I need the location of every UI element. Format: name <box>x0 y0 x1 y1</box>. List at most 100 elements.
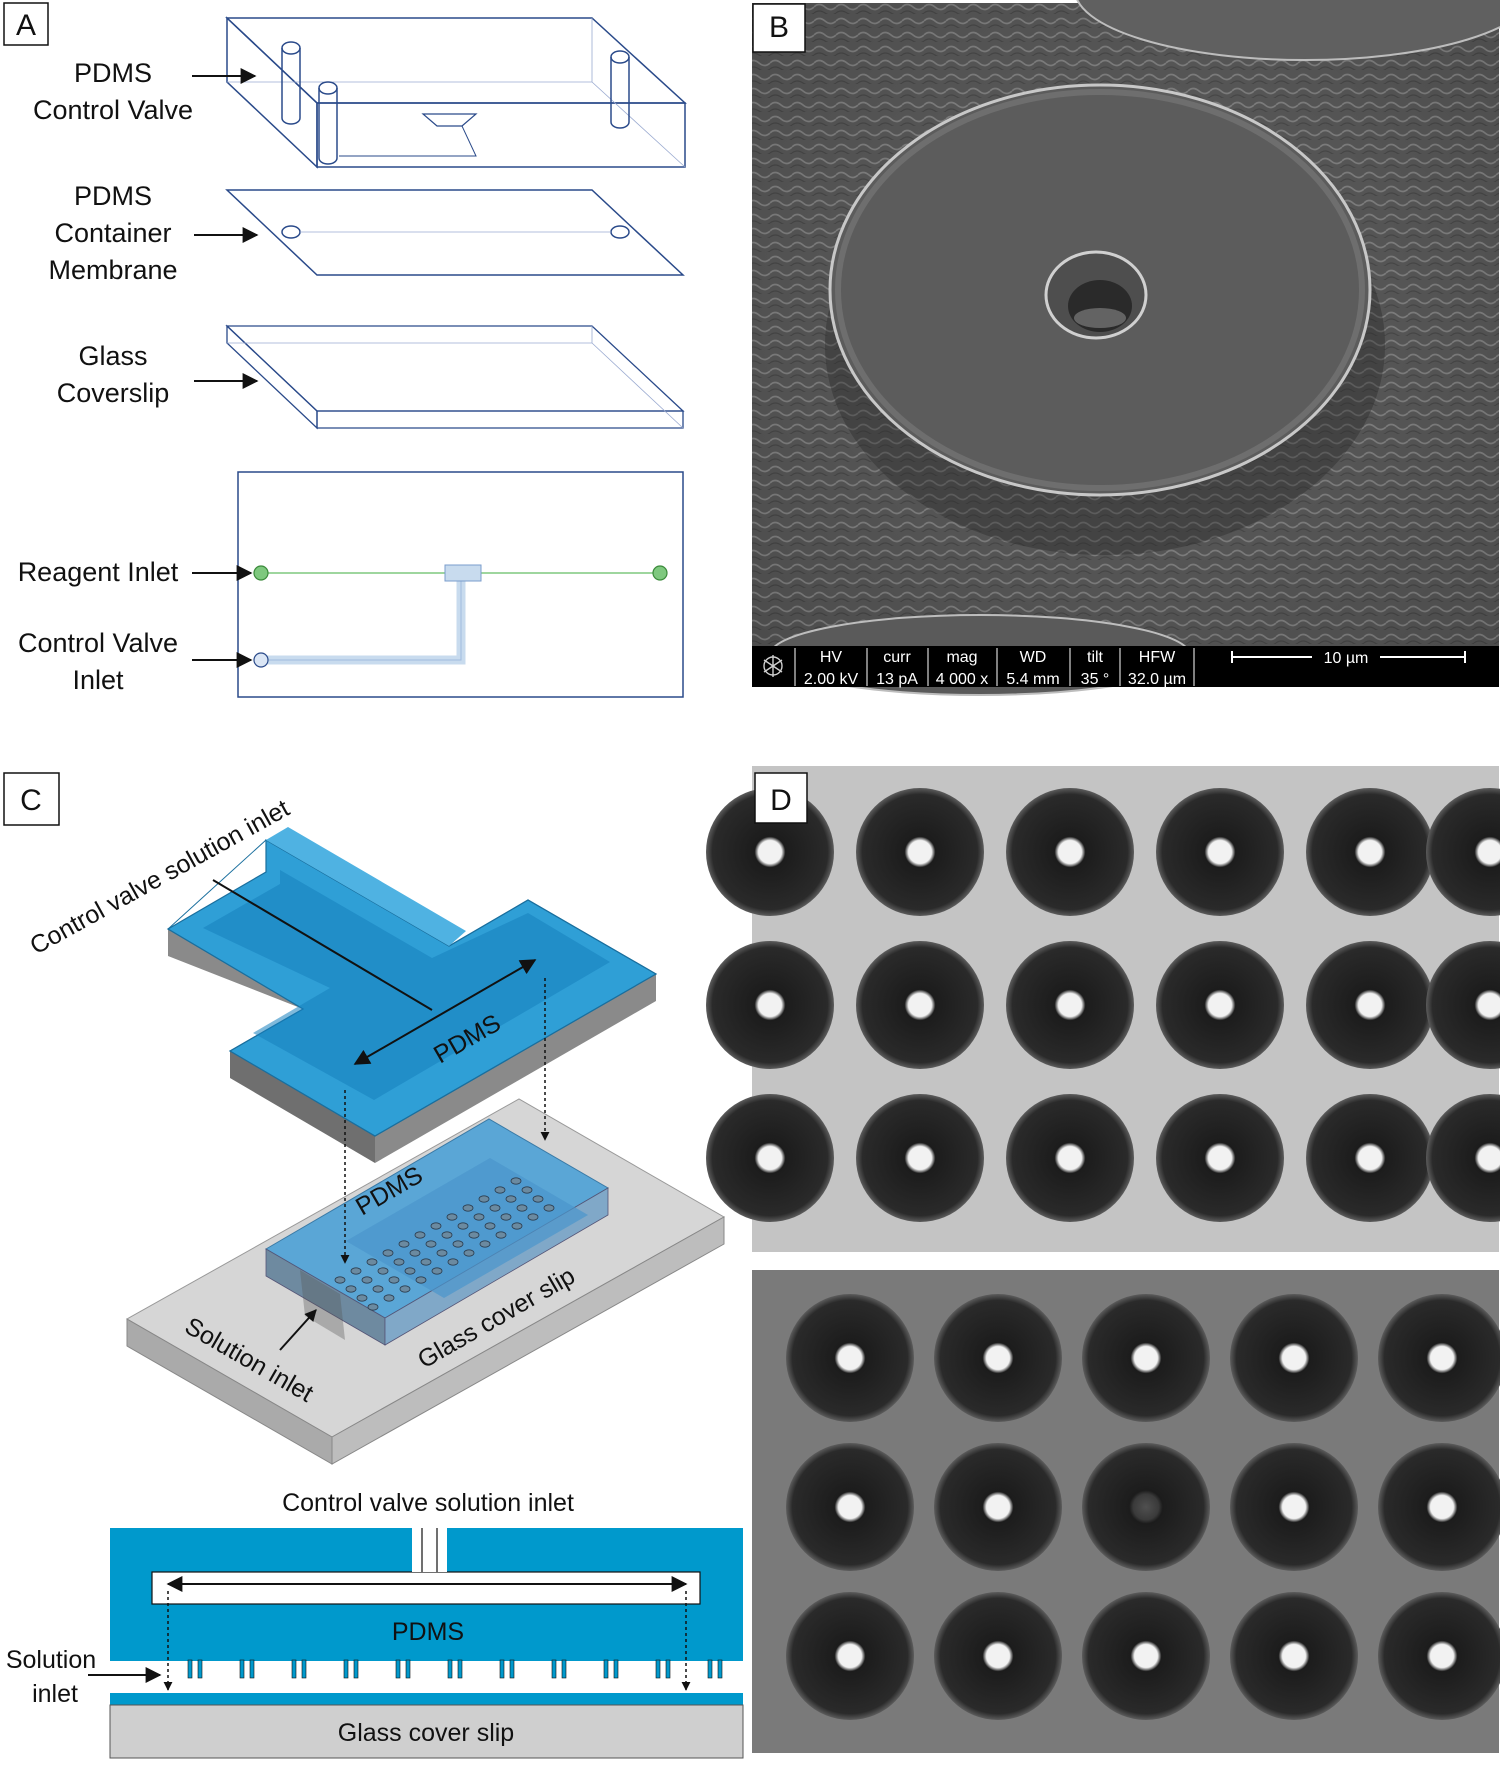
label-cs-top-inlet: Control valve solution inlet <box>282 1489 574 1517</box>
cs-well-wall <box>353 1659 359 1679</box>
cs-well-wall <box>509 1659 515 1679</box>
label-pdms-control-valve-line1: PDMS <box>74 58 152 88</box>
micro-well <box>1156 941 1284 1069</box>
panel-c-letter: C <box>20 784 42 817</box>
micro-well-3d <box>414 1231 426 1239</box>
label-cs-solution-line1: Solution <box>6 1646 96 1674</box>
micro-well-edge <box>1426 941 1500 1069</box>
cs-micro-wells <box>187 1659 723 1679</box>
micro-well <box>934 1294 1062 1422</box>
cs-well-wall <box>239 1659 245 1679</box>
cross-section <box>109 1528 744 1759</box>
cs-well-wall <box>447 1659 453 1679</box>
micro-well-3d <box>382 1249 394 1257</box>
cs-well-wall <box>457 1659 463 1679</box>
micro-well-3d <box>415 1276 427 1284</box>
label-cv-inlet-line2: Inlet <box>72 665 124 695</box>
micro-well-3d <box>436 1249 448 1257</box>
sem-value-wd: 5.4 mm <box>1006 671 1059 688</box>
micro-well <box>1230 1294 1358 1422</box>
micro-well <box>1006 788 1134 916</box>
micro-well-3d <box>420 1258 432 1266</box>
micro-well <box>1156 788 1284 916</box>
label-cs-glass: Glass cover slip <box>338 1719 514 1747</box>
micro-well <box>786 1592 914 1720</box>
micro-well-3d <box>500 1213 512 1221</box>
reagent-outlet-port <box>652 565 668 581</box>
sem-header-tilt: tilt <box>1087 649 1104 666</box>
cs-glass <box>109 1704 744 1759</box>
label-pdms-container-line1: PDMS <box>74 181 152 211</box>
sem-header-curr: curr <box>883 649 911 666</box>
micro-well-3d <box>495 1231 507 1239</box>
micro-well-3d <box>462 1204 474 1212</box>
micro-well-3d <box>334 1276 346 1284</box>
micro-well <box>1082 1592 1210 1720</box>
panel-a-letter: A <box>16 9 36 42</box>
micro-well-3d <box>494 1186 506 1194</box>
micro-well <box>1006 941 1134 1069</box>
panel-b: HV 2.00 kV curr 13 pA mag 4 000 x WD 5.4… <box>752 0 1500 696</box>
cs-well-wall <box>613 1659 619 1679</box>
sem-scale-bar: 10 µm <box>1231 650 1466 667</box>
pdms-control-valve-t-block <box>166 827 658 1163</box>
micro-well <box>934 1443 1062 1571</box>
panel-b-letter: B <box>769 11 789 44</box>
sem-value-hv: 2.00 kV <box>804 671 859 688</box>
micro-well-3d <box>532 1195 544 1203</box>
top-view-layout <box>237 471 684 698</box>
micro-well-3d <box>446 1213 458 1221</box>
micro-well <box>1306 788 1434 916</box>
sem-header-hv: HV <box>820 649 843 666</box>
micro-well-3d <box>447 1258 459 1266</box>
micro-well <box>1230 1443 1358 1571</box>
panel-d-top-image <box>706 766 1500 1252</box>
cs-well-wall <box>187 1659 193 1679</box>
panel-c: C <box>3 772 744 1759</box>
cs-well-wall <box>343 1659 349 1679</box>
panel-b-letter-box <box>752 3 806 53</box>
sem-databar-dividers <box>794 648 1195 686</box>
cs-well-wall <box>197 1659 203 1679</box>
micro-well-3d <box>366 1258 378 1266</box>
sem-header-wd: WD <box>1020 649 1047 666</box>
micro-well-3d <box>430 1222 442 1230</box>
label-pdms-control-valve-line2: Control Valve <box>33 95 193 125</box>
micro-well-3d <box>516 1204 528 1212</box>
cs-well-wall <box>603 1659 609 1679</box>
micro-well-3d <box>457 1222 469 1230</box>
micro-well-3d <box>543 1204 555 1212</box>
micro-well-3d <box>510 1177 522 1185</box>
cs-well-wall <box>655 1659 661 1679</box>
label-cv-inlet-line1: Control Valve <box>18 628 178 658</box>
pdms-control-valve-block <box>225 16 687 169</box>
cs-well-wall <box>551 1659 557 1679</box>
c-flow-arrow <box>353 959 537 1065</box>
micro-well-array <box>334 1177 555 1311</box>
micro-well <box>1156 1094 1284 1222</box>
sem-header-mag: mag <box>946 649 977 666</box>
cs-well-wall <box>405 1659 411 1679</box>
panel-d-bottom-image <box>752 1270 1500 1753</box>
micro-well-3d <box>527 1213 539 1221</box>
micro-well <box>856 1094 984 1222</box>
micro-well <box>786 1443 914 1571</box>
micro-well-3d <box>484 1222 496 1230</box>
sem-value-mag: 4 000 x <box>936 671 988 688</box>
cs-well-wall <box>665 1659 671 1679</box>
micro-well <box>1082 1294 1210 1422</box>
glass-coverslip <box>225 324 685 430</box>
cs-well-wall <box>707 1659 713 1679</box>
micro-well-3d <box>489 1204 501 1212</box>
micro-well-3d <box>393 1258 405 1266</box>
panel-a: A <box>3 2 687 698</box>
sem-value-tilt: 35 ° <box>1081 671 1110 688</box>
micro-well <box>1230 1592 1358 1720</box>
cs-channel <box>151 1571 701 1605</box>
micro-well-3d <box>388 1276 400 1284</box>
label-pdms-container-line3: Membrane <box>48 255 177 285</box>
micro-well-3d <box>452 1240 464 1248</box>
panel-a-letter-box <box>3 2 49 46</box>
micro-well <box>1006 1094 1134 1222</box>
